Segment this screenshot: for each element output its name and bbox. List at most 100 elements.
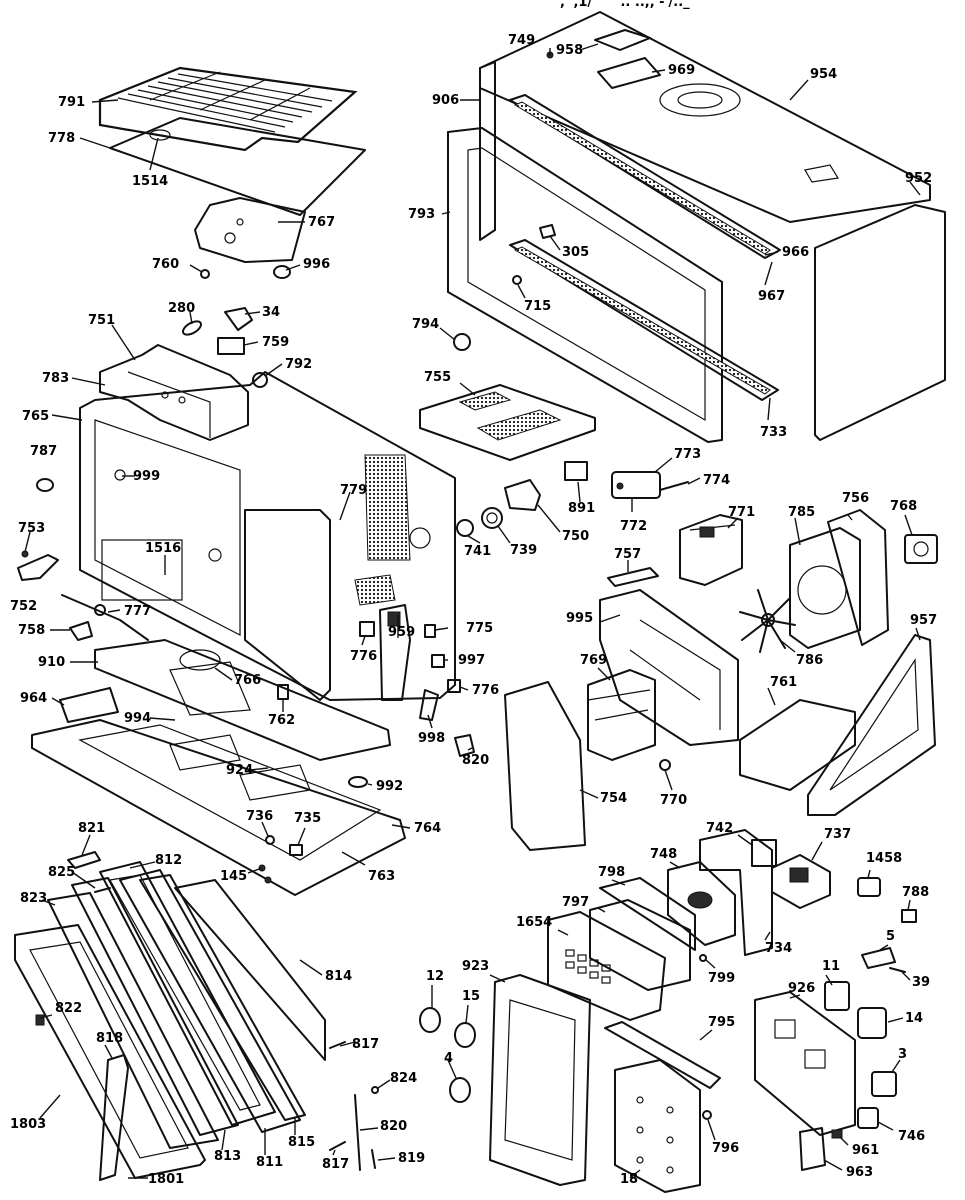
label-761: 761: [770, 675, 797, 690]
label-1801: 1801: [148, 1172, 184, 1187]
part-746: [857, 1107, 879, 1129]
label-769: 769: [580, 653, 607, 668]
part-961: [831, 1129, 843, 1139]
panel-18: [614, 1059, 701, 1193]
motor-768: [904, 534, 938, 564]
part-776b: [447, 679, 461, 693]
label-822: 822: [55, 1001, 82, 1016]
label-758: 758: [18, 623, 45, 638]
label-964: 964: [20, 691, 47, 706]
part-39: [889, 967, 906, 973]
side-panel-906: [479, 61, 496, 241]
screw-770: [659, 759, 671, 771]
label-15: 15: [462, 989, 480, 1004]
label-280: 280: [168, 301, 195, 316]
label-891: 891: [568, 501, 595, 516]
vent-grille-967: [509, 94, 781, 259]
part-labels: 791 778 1514 767 760 996 280 34 751 759 …: [10, 33, 937, 1187]
label-779: 779: [340, 483, 367, 498]
label-813: 813: [214, 1149, 241, 1164]
label-799: 799: [708, 971, 735, 986]
label-787: 787: [30, 444, 57, 459]
spacer-762: [277, 684, 289, 700]
label-4: 4: [444, 1051, 453, 1066]
label-954: 954: [810, 67, 837, 82]
label-756: 756: [842, 491, 869, 506]
parts-736-735: [258, 835, 303, 884]
label-18: 18: [620, 1172, 638, 1187]
leader-lines: [24, 43, 921, 1179]
vent-grille-733: [509, 239, 779, 401]
label-755: 755: [424, 370, 451, 385]
label-1516: 1516: [145, 541, 181, 556]
clip-758: [69, 621, 93, 641]
label-793: 793: [408, 207, 435, 222]
label-733: 733: [760, 425, 787, 440]
plate-795: [604, 1021, 721, 1089]
screw-760: [200, 269, 210, 279]
label-957: 957: [910, 613, 937, 628]
label-14: 14: [905, 1011, 923, 1026]
label-788: 788: [902, 885, 929, 900]
knob-794: [453, 333, 471, 351]
bracket-734: [699, 829, 773, 956]
label-820a: 820: [462, 753, 489, 768]
label-996: 996: [303, 257, 330, 272]
bracket-757: [607, 567, 659, 587]
hinge-817a: [329, 1041, 346, 1049]
label-746: 746: [898, 1129, 925, 1144]
label-818: 818: [96, 1031, 123, 1046]
stirrer-bracket: [194, 197, 306, 263]
bottom-pan-910: [94, 639, 391, 761]
label-999: 999: [133, 469, 160, 484]
label-820b: 820: [380, 1119, 407, 1134]
side-panel-952: [814, 204, 946, 441]
lamp-280: [181, 320, 203, 336]
label-998: 998: [418, 731, 445, 746]
strip-825: [94, 887, 111, 893]
nut-996: [273, 265, 291, 279]
label-762: 762: [268, 713, 295, 728]
header-fragment: , ',1/ ' '" .. ..,, -'/.._: [560, 0, 690, 10]
grommet-792: [252, 372, 268, 388]
label-926: 926: [788, 981, 815, 996]
label-1803: 1803: [10, 1117, 46, 1132]
label-967: 967: [758, 289, 785, 304]
label-961: 961: [852, 1143, 879, 1158]
label-825: 825: [48, 865, 75, 880]
label-995: 995: [566, 611, 593, 626]
label-994: 994: [124, 711, 151, 726]
label-778: 778: [48, 131, 75, 146]
wire-774: [659, 481, 689, 491]
bracket-958: [594, 29, 651, 51]
lever-998: [419, 689, 439, 721]
base-plate-964: [59, 687, 119, 723]
label-797: 797: [562, 895, 589, 910]
transformer-771: [679, 514, 743, 586]
label-749: 749: [508, 33, 535, 48]
knob-15: [454, 1022, 476, 1048]
label-770: 770: [660, 793, 687, 808]
rod-820b: [354, 1094, 361, 1171]
label-767: 767: [308, 215, 335, 230]
label-924: 924: [226, 763, 253, 778]
label-785: 785: [788, 505, 815, 520]
label-741: 741: [464, 544, 491, 559]
part-788: [901, 909, 917, 923]
label-752: 752: [10, 599, 37, 614]
door-seal-815: [139, 874, 306, 1121]
label-815: 815: [288, 1135, 315, 1150]
label-774: 774: [703, 473, 730, 488]
label-768: 768: [890, 499, 917, 514]
label-992: 992: [376, 779, 403, 794]
label-794: 794: [412, 317, 439, 332]
label-966: 966: [782, 245, 809, 260]
bracket-963: [799, 1127, 826, 1171]
shield-plate-755: [419, 384, 596, 461]
label-792: 792: [285, 357, 312, 372]
label-775: 775: [466, 621, 493, 636]
bracket-750: [504, 479, 541, 511]
label-824: 824: [390, 1071, 417, 1086]
label-817a: 817: [352, 1037, 379, 1052]
